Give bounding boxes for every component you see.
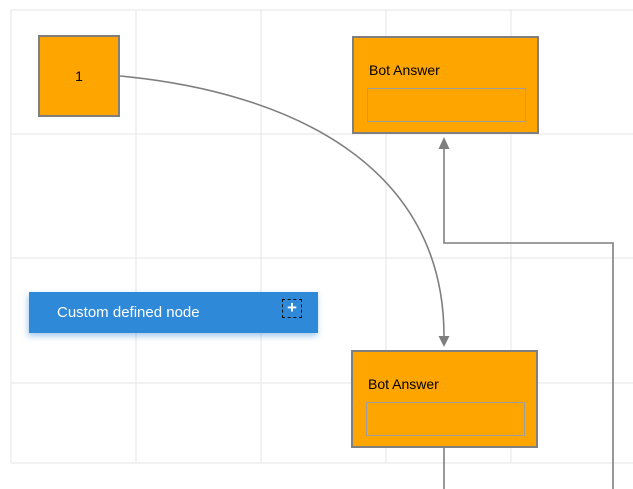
start-node-label: 1 [75, 68, 83, 84]
bot-answer-bottom-textbox[interactable] [366, 402, 525, 436]
connector-curve[interactable] [119, 75, 450, 347]
bot-answer-node-bottom[interactable]: Bot Answer [351, 350, 538, 448]
arrowhead-down-icon [438, 336, 450, 347]
bot-answer-top-textbox[interactable] [367, 88, 526, 122]
custom-defined-node-label: Custom defined node [57, 304, 200, 321]
bot-answer-top-title: Bot Answer [369, 62, 440, 78]
add-button[interactable]: + [282, 299, 302, 318]
bot-answer-bottom-title: Bot Answer [368, 376, 439, 392]
arrowhead-up-icon [438, 137, 450, 149]
start-node[interactable]: 1 [38, 35, 120, 117]
connector-orthogonal[interactable] [438, 137, 614, 489]
plus-icon: + [287, 298, 297, 317]
custom-defined-node[interactable]: Custom defined node + [29, 292, 318, 333]
bot-answer-node-top[interactable]: Bot Answer [352, 36, 539, 134]
